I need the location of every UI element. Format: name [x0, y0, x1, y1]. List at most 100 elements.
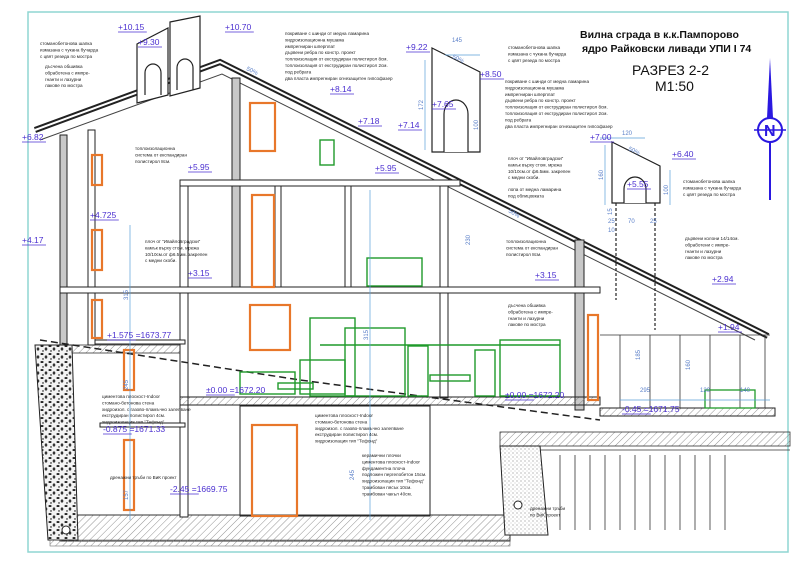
annotation-line: система от експандиран: [506, 245, 558, 250]
annotation-line: дървени колони 14/14см.: [685, 236, 739, 241]
annotation-line: с медни скоби.: [508, 175, 540, 180]
elevation-label: +4.725: [90, 210, 117, 220]
elevation-label: ±0.00 =1672.20: [206, 385, 266, 395]
annotation-line: лопа от медна ламарина: [508, 187, 562, 192]
annotation-line: стоманобетонова шапка: [508, 45, 560, 50]
elevation-label: +9.22: [406, 42, 428, 52]
annotation-line: топлоизолация от екструдиран полистирол …: [285, 63, 388, 68]
annotation-line: циментова плоскост-Indoor: [102, 394, 160, 399]
annotation-line: дренажни тръби по ВиК проект: [110, 475, 177, 480]
annotation-line: камък върху стом. мрежа: [145, 245, 199, 250]
desk-chair: [319, 139, 335, 166]
elevation-label: +7.14: [398, 120, 420, 130]
elevation-label: +7.00: [590, 132, 612, 142]
project-title-line1: Вилна сграда в к.к.Пампорово: [580, 29, 739, 41]
annotation-line: керамични плочки: [362, 453, 401, 458]
deck-railing: [600, 334, 770, 409]
annotation-line: с медни скоби.: [145, 258, 177, 263]
dimension-label: 157: [124, 489, 130, 500]
annotation-line: система от експандиран: [135, 152, 187, 157]
gravel-backfill-right: [499, 445, 549, 536]
dining-table: [429, 374, 471, 382]
terrain-line: [39, 339, 601, 421]
drain-pipe-left: [61, 525, 71, 535]
annotation-line: полистирол 8см.: [135, 159, 170, 164]
annotation-line: топлоизолационна: [506, 239, 547, 244]
elevation-label: -0.45 =1671.75: [622, 404, 680, 414]
annotation-line: гнанти и лазурни: [45, 77, 82, 82]
elevation-label: +3.15: [535, 270, 557, 280]
elevation-label: -0.875 =1671.33: [103, 424, 165, 434]
dimension-label: 245: [124, 379, 130, 390]
window: [122, 348, 136, 392]
elevation-label: +5.95: [188, 162, 210, 172]
annotation-line: хидроизолационна мушама: [285, 37, 345, 42]
elevation-label: ±0.00 =1672.20: [505, 390, 565, 400]
dimension-label: 25: [650, 219, 657, 225]
annotation-line: дървени ребра по констр. проект: [285, 50, 357, 55]
annotation-line: под ребрата: [285, 69, 312, 74]
annotation-line: топлоизолационна: [135, 146, 176, 151]
annotation-line: подложен пергелобетон 15см.: [362, 472, 426, 477]
annotation-line: циментова плоскост-Indoor: [315, 413, 373, 418]
dimension-label: 70: [628, 219, 635, 225]
cabinet: [309, 317, 356, 397]
table: [277, 382, 314, 390]
chimney-left: [136, 15, 201, 104]
project-title-line2: ядро Райковски ливади УПИ I 74: [582, 43, 751, 55]
annotation-line: два пласта импрегниран огнезащитен гипсо…: [505, 124, 613, 129]
chimney-center: [431, 47, 481, 153]
gravel-backfill-left: [34, 344, 79, 541]
annotation-line: измазана с чукана бучарда: [683, 185, 742, 190]
drainage-layers: [540, 449, 790, 530]
drain-pipe-right: [513, 500, 523, 510]
elevation-label: +3.15: [188, 268, 210, 278]
annotation-line: циментова плоскост-Indoor: [362, 459, 420, 464]
elevation-label: +10.15: [118, 22, 145, 32]
dimension-label: 120: [622, 131, 633, 137]
dimension-label: 160: [599, 169, 605, 180]
door: [250, 423, 299, 518]
elevation-label: +7.18: [358, 116, 380, 126]
annotation-line: гнанти и лазурни: [508, 316, 545, 321]
annotation-line: под облицовката: [508, 193, 544, 198]
annotation-line: обработена с импре-: [45, 70, 90, 75]
dimension-label: 50%: [507, 209, 521, 221]
annotation-line: трамбован чакъл 40см.: [362, 491, 412, 496]
annotation-line: екструдиран полистирол 4см.: [315, 432, 378, 437]
elevation-marks: +10.15+9.30+10.70+9.22+8.50+8.14+7.65+7.…: [22, 22, 742, 495]
annotation-roof-layers-right: покриване с шинди от медна ламаринахидро…: [505, 79, 613, 129]
annotation-line: измазана с чукана бучарда: [508, 51, 567, 56]
annotation-line: с цвят резеда по мостра: [508, 58, 560, 63]
annotation-line: гнанти и лазурни: [685, 249, 722, 254]
annotation-line: екструдиран полистирол 4см.: [102, 413, 165, 418]
annotation-line: покриване с шинди от медна ламарина: [285, 31, 369, 36]
annotation-line: лакове по мостра: [685, 255, 723, 260]
annotation-line: стомано-бетонова стена: [315, 419, 368, 424]
annotation-line: топлоизолация от екструдиран полистирол …: [505, 105, 608, 110]
annotation-line: измазана с чукана бучарда: [40, 47, 99, 52]
annotation-line: топлоизолация от екструдиран полистирол …: [505, 111, 608, 116]
annotation-roof-layers-left: покриване с шинди от медна ламаринахидро…: [285, 31, 393, 81]
door: [586, 313, 600, 402]
annotation-line: стомано-бетонова стена: [102, 400, 155, 405]
annotation-line: с цвят резеда по мостра: [683, 192, 735, 197]
window: [90, 298, 104, 340]
annotation-line: полистирол 8см.: [506, 252, 541, 257]
annotation-line: хидроизолация тип "Тефонд": [315, 439, 378, 444]
annotation-basement-wall-center: циментова плоскост-Indoorстомано-бетонов…: [315, 413, 404, 444]
annotation-line: фундаментна плоча: [362, 466, 406, 471]
window: [248, 101, 277, 153]
elevation-label: +5.95: [375, 163, 397, 173]
elevation-label: -2.45 =1669.75: [170, 484, 228, 494]
annotation-basement-wall-left: циментова плоскост-Indoorстомано-бетонов…: [102, 394, 191, 425]
annotation-wood-columns: дървени колони 14/14см.обработени с импр…: [685, 236, 739, 260]
annotation-line: хидроизол. с газово-пламъчно залепване: [315, 426, 404, 431]
elevation-label: +10.70: [225, 22, 252, 32]
elevation-label: +8.14: [330, 84, 352, 94]
